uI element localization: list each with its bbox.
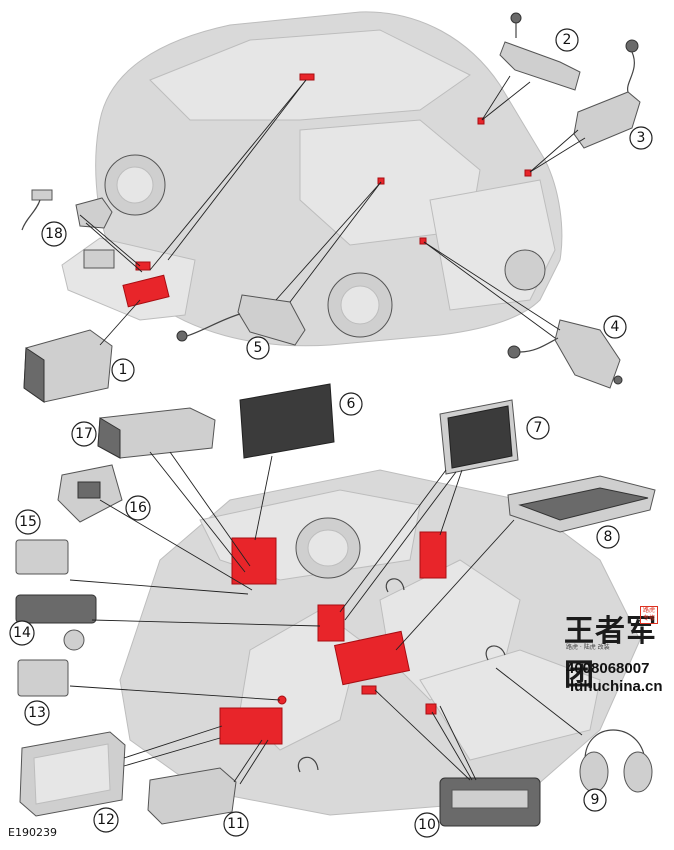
callout-13: 13	[24, 700, 50, 726]
watermark-phone: 4008068007	[566, 660, 650, 677]
callout-16: 16	[125, 495, 151, 521]
callout-7: 7	[526, 416, 550, 440]
part-8-module	[507, 475, 656, 533]
callout-11: 11	[223, 811, 249, 837]
callout-4: 4	[603, 315, 627, 339]
svg-text:14: 14	[13, 625, 31, 641]
part-7-screen	[439, 399, 519, 475]
part-16-module	[57, 464, 123, 523]
part-2-module	[499, 12, 581, 91]
figure-code: E190239	[8, 826, 57, 839]
callout-18: 18	[41, 221, 67, 247]
svg-text:10: 10	[418, 817, 436, 833]
svg-text:6: 6	[347, 396, 356, 412]
svg-text:2: 2	[563, 32, 572, 48]
callout-1: 1	[111, 358, 135, 382]
part-13-switch	[17, 659, 69, 697]
callout-9: 9	[583, 788, 607, 812]
part-11-module	[147, 767, 237, 825]
part-9-headphones	[579, 729, 653, 793]
part-10-switch	[439, 777, 541, 827]
svg-text:15: 15	[19, 514, 37, 530]
part-18-switch	[21, 189, 113, 231]
part-12-module	[19, 731, 126, 817]
svg-text:17: 17	[75, 426, 93, 442]
callout-5: 5	[246, 336, 270, 360]
svg-text:13: 13	[28, 705, 46, 721]
watermark-seal: 路虎专修	[640, 606, 658, 624]
svg-text:3: 3	[637, 130, 646, 146]
callout-6: 6	[339, 392, 363, 416]
part-6-screen	[239, 383, 335, 459]
svg-text:12: 12	[97, 812, 115, 828]
overhead-console	[61, 237, 196, 321]
callout-14: 14	[9, 620, 35, 646]
watermark: 王者军团 路虎专修 路虎 · 陆虎 改装 4008068007 luhuchin…	[560, 600, 672, 695]
callout-8: 8	[596, 525, 620, 549]
vehicle-interior	[119, 469, 641, 816]
part-3-module	[573, 39, 641, 149]
watermark-subtitle: 路虎 · 陆虎 改装	[566, 644, 610, 651]
part-1-module	[23, 329, 113, 403]
svg-text:9: 9	[591, 792, 600, 808]
callout-10: 10	[414, 812, 440, 838]
svg-text:7: 7	[534, 420, 543, 436]
callout-3: 3	[629, 126, 653, 150]
part-15-switch	[15, 539, 69, 575]
svg-text:16: 16	[129, 500, 147, 516]
leader-lines	[69, 75, 586, 785]
callout-12: 12	[93, 807, 119, 833]
svg-text:1: 1	[119, 362, 128, 378]
part-4-module	[507, 319, 623, 389]
svg-text:5: 5	[254, 340, 263, 356]
callout-2: 2	[555, 28, 579, 52]
svg-text:8: 8	[604, 529, 613, 545]
part-14-switch	[15, 594, 97, 651]
callout-17: 17	[71, 421, 97, 447]
watermark-site: luhuchina.cn	[570, 678, 663, 695]
svg-text:4: 4	[611, 319, 620, 335]
vehicle-exterior	[95, 11, 563, 347]
svg-text:11: 11	[227, 816, 245, 832]
svg-text:18: 18	[45, 226, 63, 242]
callout-15: 15	[15, 509, 41, 535]
part-17-module	[97, 407, 216, 459]
